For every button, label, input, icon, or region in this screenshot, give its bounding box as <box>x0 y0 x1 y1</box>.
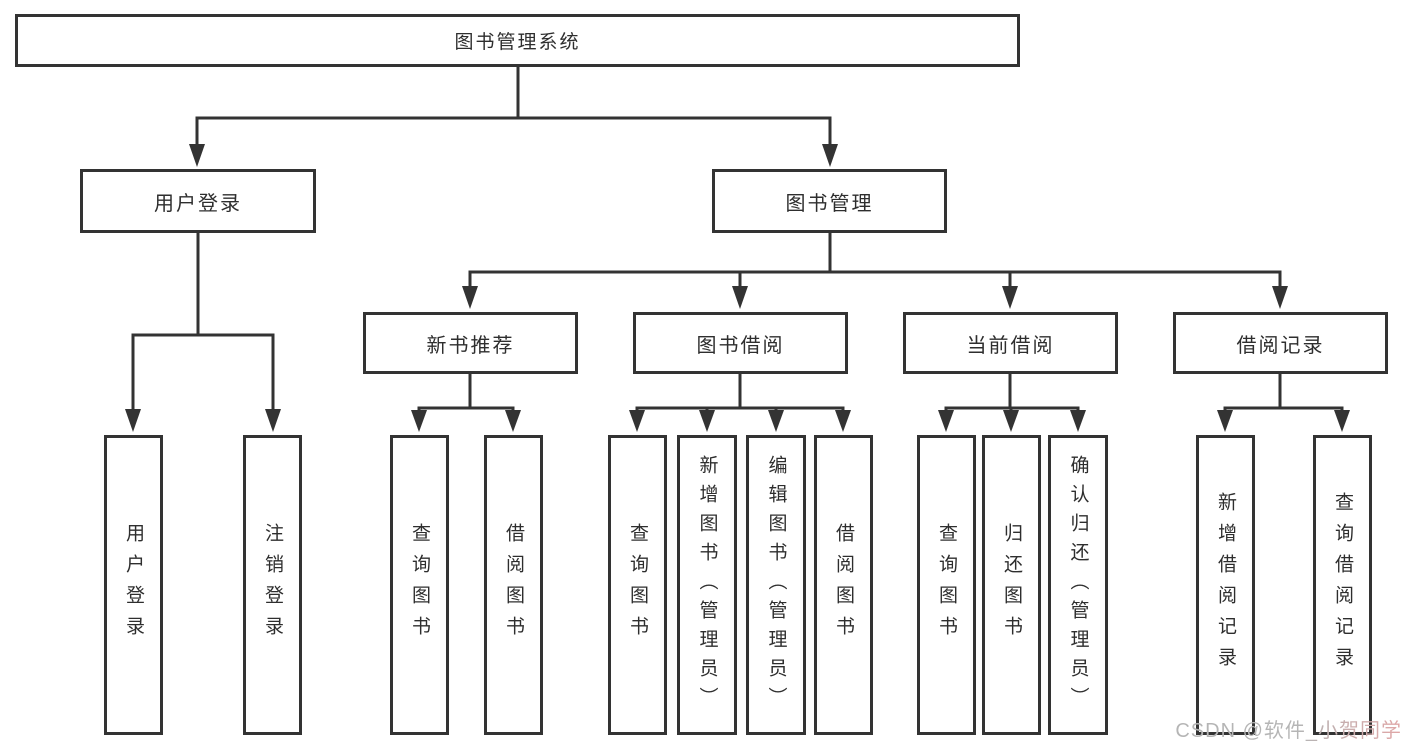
connector-new-book-to-children <box>417 374 515 412</box>
connector-borrow-records-to-children <box>1223 374 1344 412</box>
node-user-login: 用户登录 <box>80 169 316 233</box>
node-return-books: 归还图书 <box>982 435 1041 735</box>
node-borrow-books-recommend: 借阅图书 <box>484 435 543 735</box>
node-query-books-recommend: 查询图书 <box>390 435 449 735</box>
node-add-books-admin: 新增图书（管理员） <box>677 435 737 735</box>
node-borrow-records: 借阅记录 <box>1173 312 1388 374</box>
arrowheads <box>125 144 1350 432</box>
node-edit-books-admin: 编辑图书（管理员） <box>746 435 806 735</box>
connector-book-management-to-level2 <box>468 233 1282 288</box>
node-add-borrow-record: 新增借阅记录 <box>1196 435 1255 735</box>
node-book-management: 图书管理 <box>712 169 947 233</box>
connector-current-borrow-to-children <box>944 374 1080 412</box>
connector-root-to-level1 <box>195 67 832 146</box>
connector-book-borrow-to-children <box>635 374 845 412</box>
node-confirm-return-admin: 确认归还（管理员） <box>1048 435 1108 735</box>
node-new-book-recommend: 新书推荐 <box>363 312 578 374</box>
node-login-leaf: 用户登录 <box>104 435 163 735</box>
node-query-borrow-record: 查询借阅记录 <box>1313 435 1372 735</box>
node-current-borrow: 当前借阅 <box>903 312 1118 374</box>
node-borrow-books-leaf: 借阅图书 <box>814 435 873 735</box>
connector-user-login-to-children <box>131 233 275 411</box>
watermark: CSDN @软件_小贺同学 <box>1175 714 1402 743</box>
node-logout-leaf: 注销登录 <box>243 435 302 735</box>
node-library-management-system: 图书管理系统 <box>15 14 1020 67</box>
node-book-borrow: 图书借阅 <box>633 312 848 374</box>
node-query-books-borrow: 查询图书 <box>608 435 667 735</box>
node-query-books-current: 查询图书 <box>917 435 976 735</box>
